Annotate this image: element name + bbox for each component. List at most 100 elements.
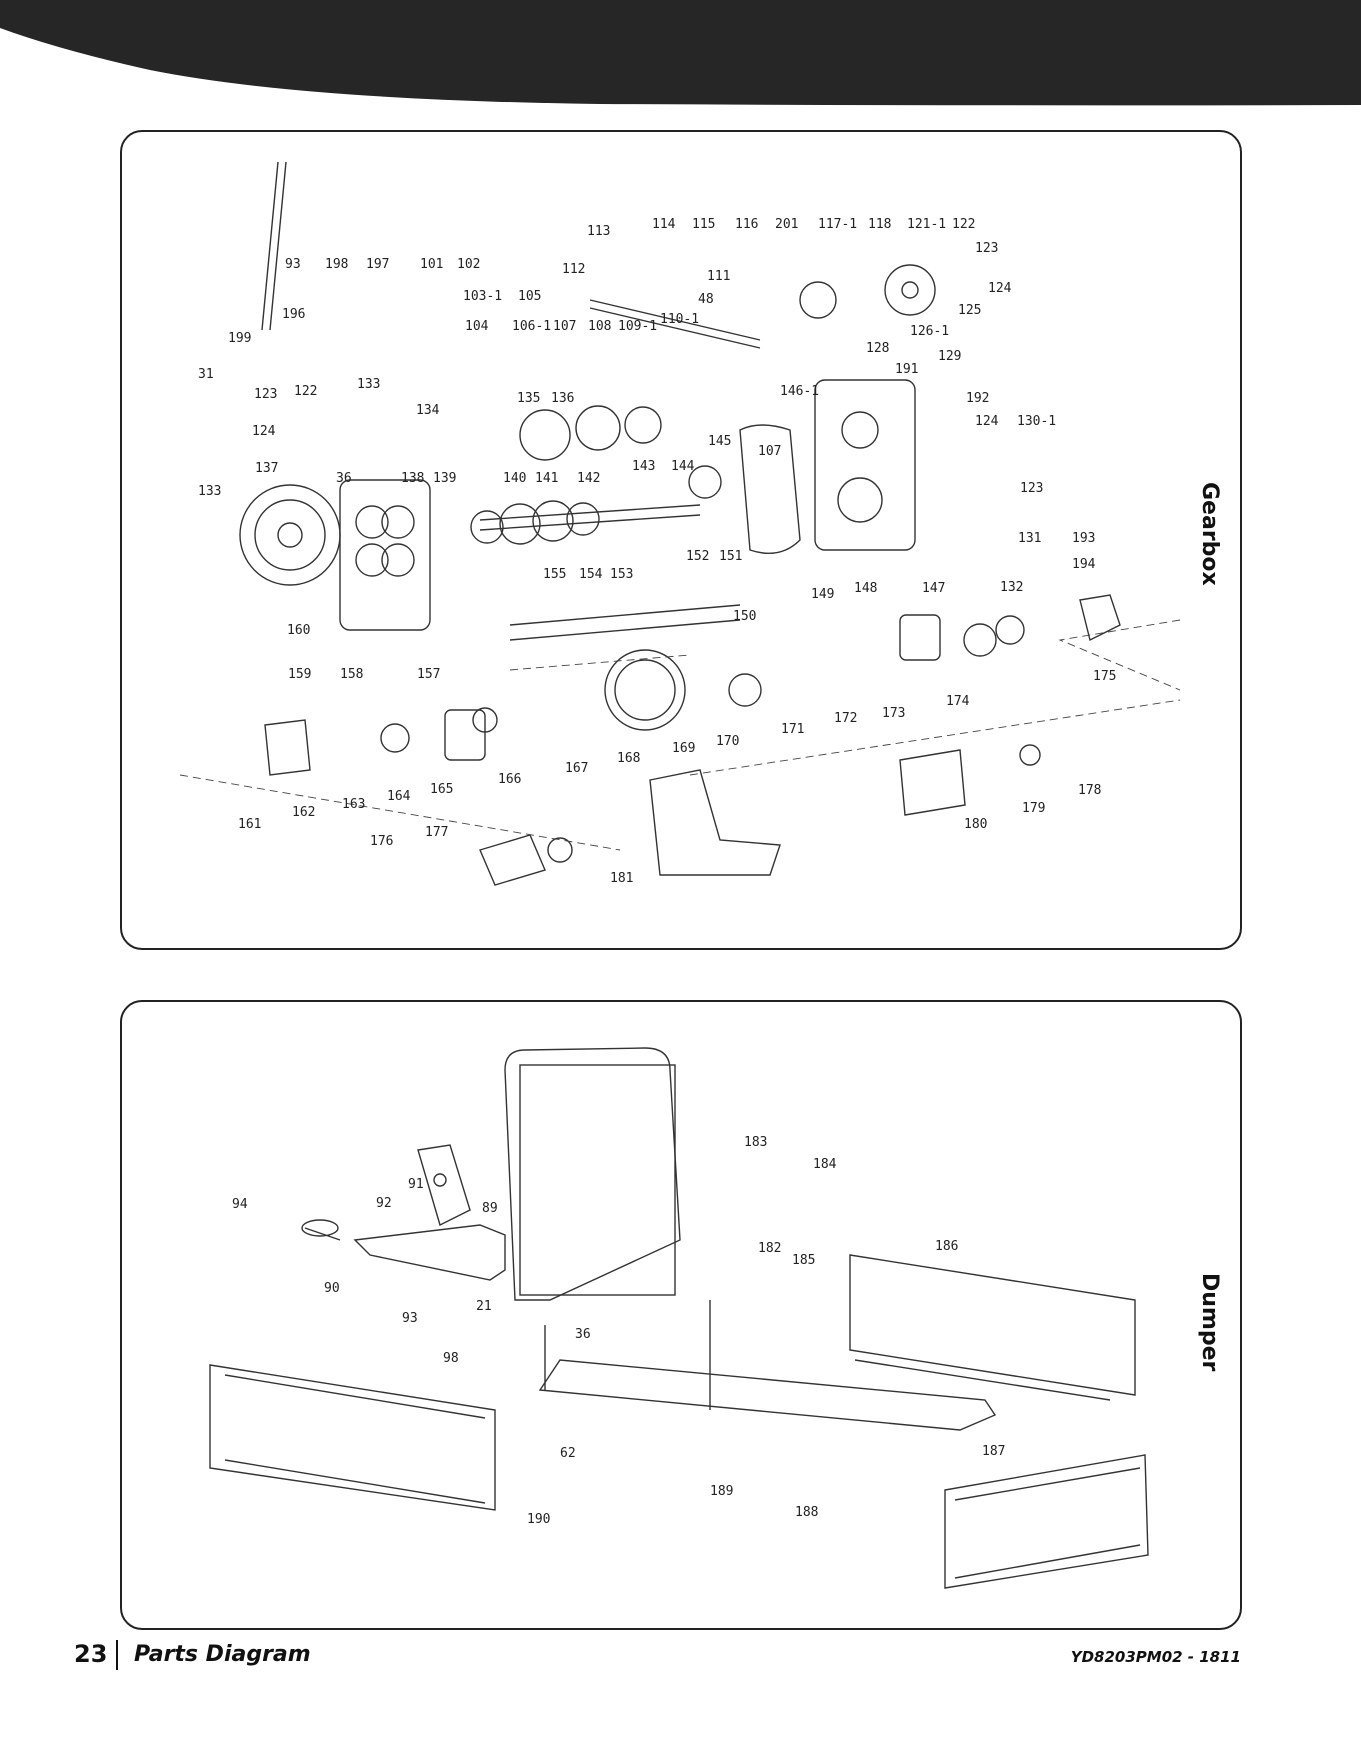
document-code: YD8203PM02 - 1811: [1070, 1648, 1241, 1666]
callout-194: 194: [1072, 557, 1096, 572]
header-banner: [0, 0, 1361, 106]
callout-112: 112: [562, 262, 585, 277]
callout-98: 98: [443, 1351, 459, 1366]
callout-107: 107: [553, 319, 576, 334]
callout-174: 174: [946, 694, 970, 709]
callout-152: 152: [686, 549, 709, 564]
callout-139: 139: [433, 471, 456, 486]
dumper-callout-labels: 183 184 186 94 92 91 89 90 93 21 36 98 1…: [232, 1135, 1005, 1527]
callout-106-1: 106-1: [512, 319, 551, 334]
callout-90: 90: [324, 1281, 340, 1296]
callout-198: 198: [325, 257, 348, 272]
callout-124-right: 124: [975, 414, 999, 429]
footer-divider: [116, 1640, 118, 1670]
callout-21: 21: [476, 1299, 492, 1314]
callout-149: 149: [811, 587, 834, 602]
callout-121-1: 121-1: [907, 217, 946, 232]
callout-155: 155: [543, 567, 566, 582]
callout-172: 172: [834, 711, 857, 726]
callout-145: 145: [708, 434, 731, 449]
callout-173: 173: [882, 706, 905, 721]
callout-125: 125: [958, 303, 981, 318]
callout-151: 151: [719, 549, 742, 564]
callout-110-1: 110-1: [660, 312, 699, 327]
callout-36: 36: [336, 471, 352, 486]
callout-91: 91: [408, 1177, 424, 1192]
callout-185: 185: [792, 1253, 815, 1268]
callout-143: 143: [632, 459, 655, 474]
callout-161: 161: [238, 817, 261, 832]
callout-142: 142: [577, 471, 600, 486]
callout-154: 154: [579, 567, 603, 582]
callout-186: 186: [935, 1239, 958, 1254]
callout-164: 164: [387, 789, 411, 804]
callout-201: 201: [775, 217, 798, 232]
callout-180: 180: [964, 817, 987, 832]
callout-133: 133: [357, 377, 380, 392]
callout-167: 167: [565, 761, 588, 776]
callout-147: 147: [922, 581, 945, 596]
callout-93-dumper: 93: [402, 1311, 418, 1326]
callout-183: 183: [744, 1135, 767, 1150]
callout-137: 137: [255, 461, 278, 476]
callout-179: 179: [1022, 801, 1045, 816]
callout-153: 153: [610, 567, 633, 582]
callout-187: 187: [982, 1444, 1005, 1459]
callout-118: 118: [868, 217, 891, 232]
callout-184: 184: [813, 1157, 837, 1172]
callout-170: 170: [716, 734, 739, 749]
callout-159: 159: [288, 667, 311, 682]
callout-135: 135: [517, 391, 540, 406]
callout-104: 104: [465, 319, 489, 334]
callout-196: 196: [282, 307, 305, 322]
callout-182: 182: [758, 1241, 781, 1256]
callout-199: 199: [228, 331, 251, 346]
callout-113: 113: [587, 224, 610, 239]
callout-123-left: 123: [254, 387, 277, 402]
callout-111: 111: [707, 269, 730, 284]
callout-158: 158: [340, 667, 363, 682]
callout-192: 192: [966, 391, 989, 406]
callout-129: 129: [938, 349, 961, 364]
gearbox-diagram-panel: [120, 130, 1242, 950]
page-number: 23: [74, 1640, 108, 1668]
callout-115: 115: [692, 217, 715, 232]
callout-116: 116: [735, 217, 758, 232]
gearbox-exploded-diagram: 93 198 197 101 102 103-1 105 196 104 106…: [179, 161, 1181, 886]
callout-176: 176: [370, 834, 393, 849]
callout-132: 132: [1000, 580, 1023, 595]
callout-178: 178: [1078, 783, 1101, 798]
callout-31: 31: [198, 367, 214, 382]
callout-131: 131: [1018, 531, 1041, 546]
callout-126-1: 126-1: [910, 324, 949, 339]
callout-48: 48: [698, 292, 714, 307]
callout-114: 114: [652, 217, 676, 232]
callout-93: 93: [285, 257, 301, 272]
callout-177: 177: [425, 825, 448, 840]
callout-150: 150: [733, 609, 756, 624]
callout-197: 197: [366, 257, 389, 272]
callout-62: 62: [560, 1446, 576, 1461]
callout-105: 105: [518, 289, 541, 304]
callout-166: 166: [498, 772, 521, 787]
callout-189: 189: [710, 1484, 733, 1499]
callout-162: 162: [292, 805, 315, 820]
callout-148: 148: [854, 581, 877, 596]
callout-124: 124: [988, 281, 1012, 296]
callout-109-1: 109-1: [618, 319, 657, 334]
callout-128: 128: [866, 341, 889, 356]
dumper-diagram-panel: [120, 1000, 1242, 1630]
callout-169: 169: [672, 741, 695, 756]
callout-124-left: 124: [252, 424, 276, 439]
callout-123-right: 123: [1020, 481, 1043, 496]
callout-123: 123: [975, 241, 998, 256]
callout-122-left: 122: [294, 384, 317, 399]
callout-141: 141: [535, 471, 558, 486]
callout-181: 181: [610, 871, 633, 886]
callout-163: 163: [342, 797, 365, 812]
callout-140: 140: [503, 471, 526, 486]
callout-188: 188: [795, 1505, 818, 1520]
callout-89: 89: [482, 1201, 498, 1216]
callout-157: 157: [417, 667, 440, 682]
